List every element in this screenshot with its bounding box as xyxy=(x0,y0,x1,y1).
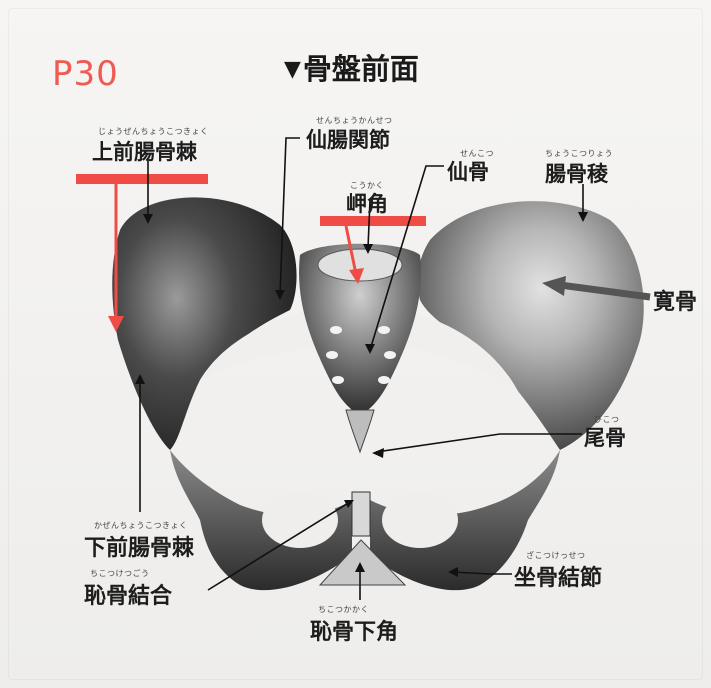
right-obturator-foramen xyxy=(382,492,458,548)
label-ischial-tuberosity: 坐骨結節 xyxy=(514,560,602,592)
label-sacrum: 仙骨 xyxy=(447,156,489,186)
leader-coccyx xyxy=(376,434,582,452)
left-obturator-foramen xyxy=(262,492,338,548)
red-bar-asis xyxy=(76,174,208,184)
label-ant-sup-iliac-spine: 上前腸骨棘 xyxy=(92,136,197,166)
label-promontory: 岬角 xyxy=(346,188,388,218)
sacral-foramen xyxy=(378,376,390,384)
arrowhead-coccyx xyxy=(372,448,384,458)
label-hip-bone: 寛骨 xyxy=(653,284,697,316)
label-coccyx: 尾骨 xyxy=(584,422,626,452)
sacral-foramen xyxy=(330,326,342,334)
sacral-foramen xyxy=(326,351,338,359)
right-ilium xyxy=(418,201,644,450)
label-pubic-symphysis: 恥骨結合 xyxy=(84,578,172,610)
label-iliac-crest: 腸骨稜 xyxy=(545,158,608,188)
sacral-foramen xyxy=(378,326,390,334)
pubic-symphysis-shape xyxy=(352,492,370,536)
label-subpubic-angle: 恥骨下角 xyxy=(310,614,398,646)
label-sacroiliac-joint: 仙腸関節 xyxy=(306,124,390,154)
label-ant-inf-iliac-spine: 下前腸骨棘 xyxy=(84,530,194,562)
sacral-foramen xyxy=(384,351,396,359)
coccyx-shape xyxy=(346,410,374,452)
sacral-foramen xyxy=(332,376,344,384)
